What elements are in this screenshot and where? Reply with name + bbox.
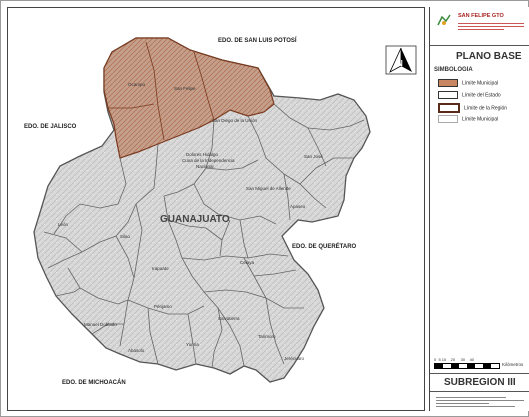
svg-text:Tarimoro: Tarimoro — [258, 334, 276, 339]
svg-text:Manuel Doblado: Manuel Doblado — [84, 322, 117, 327]
svg-text:San Felipe: San Felipe — [174, 86, 196, 91]
scale-bar: 0 5 10 20 30 40 Kilómetros — [434, 357, 524, 369]
label-queretaro: EDO. DE QUERÉTARO — [292, 244, 357, 250]
label-san-luis: EDO. DE SAN LUIS POTOSÍ — [218, 38, 297, 44]
legend-header: SAN FELIPE GTO — [458, 13, 504, 19]
legend-footer-lines — [436, 395, 524, 409]
state-map: Ocampo San Felipe San Diego de la Unión … — [33, 37, 417, 383]
svg-text:N: N — [397, 59, 403, 68]
north-arrow-icon: N — [385, 45, 417, 75]
svg-text:Ocampo: Ocampo — [128, 82, 146, 87]
map-panel: Ocampo San Felipe San Diego de la Unión … — [7, 7, 425, 411]
svg-text:Dolores Hidalgo: Dolores Hidalgo — [186, 152, 219, 157]
svg-text:Pénjamo: Pénjamo — [154, 304, 172, 309]
svg-text:Abasolo: Abasolo — [128, 348, 145, 353]
legend-subheader-lines — [458, 21, 524, 33]
legend-swatch — [438, 103, 460, 113]
label-michoacan: EDO. DE MICHOACÁN — [62, 380, 126, 386]
legend-simbologia: SIMBOLOGIA — [434, 67, 473, 73]
label-guanajuato: GUANAJUATO — [160, 214, 230, 225]
svg-text:Cuna de la Independencia: Cuna de la Independencia — [182, 158, 235, 163]
state-logo-icon — [436, 13, 452, 27]
label-jalisco: EDO. DE JALISCO — [24, 124, 77, 130]
svg-text:Jerécuaro: Jerécuaro — [284, 356, 305, 361]
scale-unit: Kilómetros — [502, 362, 524, 367]
legend-title: PLANO BASE — [456, 51, 522, 62]
legend-panel: SAN FELIPE GTO PLANO BASE SIMBOLOGIA Lím… — [429, 7, 529, 411]
svg-text:Irapuato: Irapuato — [152, 266, 169, 271]
legend-item: Límite Municipal — [438, 79, 498, 87]
legend-swatch — [438, 79, 458, 87]
legend-item: Límite del Estado — [438, 91, 501, 99]
svg-text:San Diego de la Unión: San Diego de la Unión — [212, 118, 258, 123]
svg-text:Celaya: Celaya — [240, 260, 255, 265]
svg-text:Nacional: Nacional — [196, 164, 214, 169]
legend-item: Límite de la Región — [438, 103, 507, 113]
svg-text:San Miguel de Allende: San Miguel de Allende — [246, 186, 291, 191]
svg-text:Yuriria: Yuriria — [186, 342, 199, 347]
svg-text:Silao: Silao — [120, 234, 131, 239]
legend-subregion: SUBREGION III — [444, 377, 516, 388]
svg-text:Apaseo: Apaseo — [290, 204, 306, 209]
legend-swatch — [438, 115, 458, 123]
legend-swatch — [438, 91, 458, 99]
legend-item: Límite Municipal — [438, 115, 498, 123]
svg-text:San José: San José — [304, 154, 323, 159]
svg-text:León: León — [58, 222, 69, 227]
svg-text:Salvatierra: Salvatierra — [218, 316, 240, 321]
